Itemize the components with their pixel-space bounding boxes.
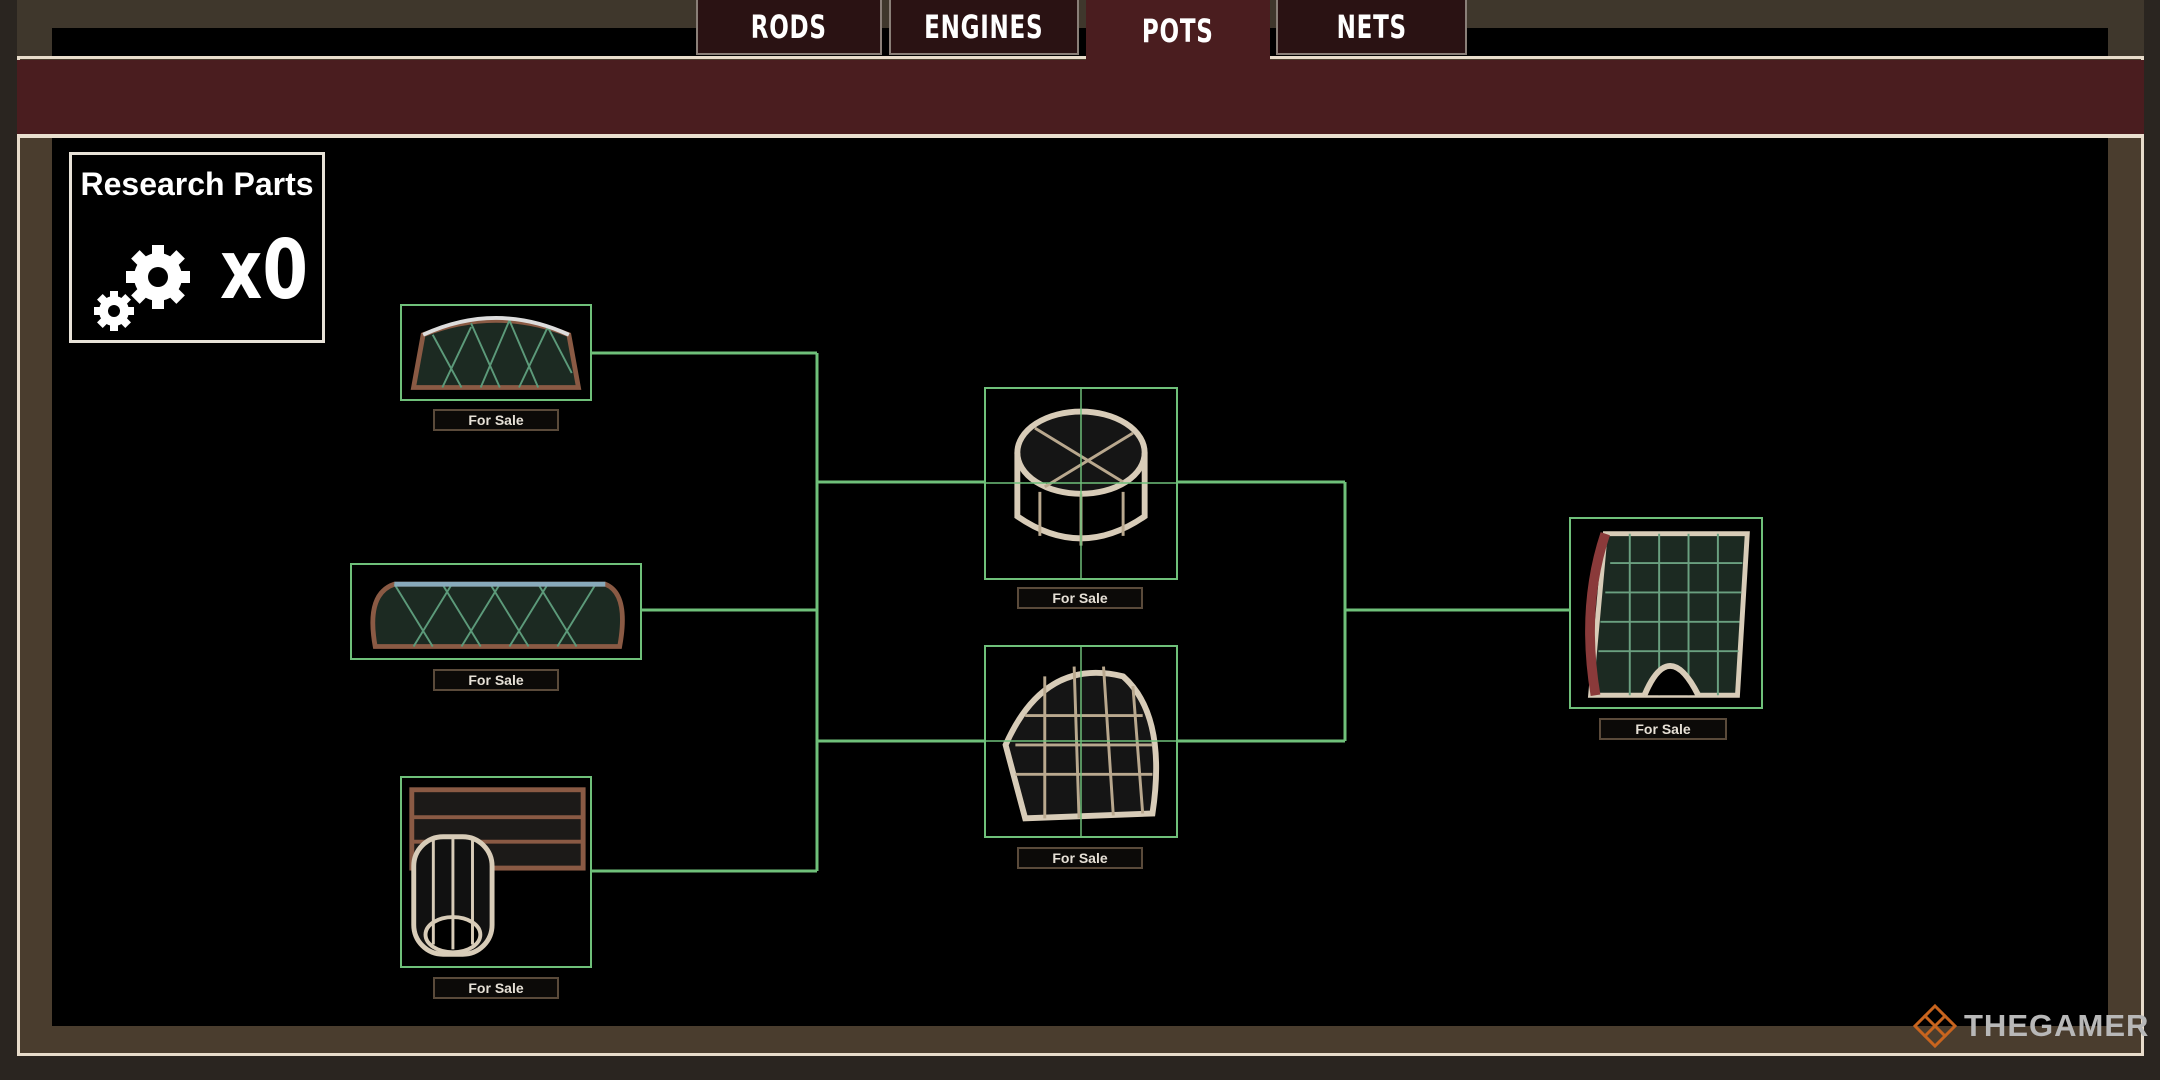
pot-image xyxy=(410,316,582,390)
thegamer-logo-icon xyxy=(1912,1003,1958,1049)
tab-label: NETS xyxy=(1336,7,1407,46)
watermark-text: THEGAMER xyxy=(1964,1008,2150,1043)
research-parts-title: Research Parts xyxy=(80,166,314,202)
pot-image xyxy=(986,389,1176,578)
tab-label: POTS xyxy=(1142,12,1214,50)
header-bar xyxy=(17,60,2144,138)
tab-rods[interactable]: RODS xyxy=(696,0,882,55)
pot-node-3[interactable] xyxy=(400,776,592,968)
tab-engines[interactable]: ENGINES xyxy=(889,0,1079,55)
node-status-label: For Sale xyxy=(1017,847,1143,869)
pot-node-4[interactable] xyxy=(984,387,1178,580)
node-status-label: For Sale xyxy=(1599,718,1727,740)
tab-label: RODS xyxy=(751,7,827,46)
pot-image xyxy=(370,581,625,649)
pot-node-1[interactable] xyxy=(400,304,592,401)
gears-icon xyxy=(94,245,190,331)
tab-pots[interactable]: POTS xyxy=(1086,0,1270,62)
pot-image xyxy=(1585,531,1750,698)
tab-nets[interactable]: NETS xyxy=(1276,0,1467,55)
node-status-label: For Sale xyxy=(433,977,559,999)
node-status-label: For Sale xyxy=(433,669,559,691)
watermark: THEGAMER xyxy=(1912,1003,2149,1049)
top-backdrop xyxy=(52,28,2108,56)
node-status-label: For Sale xyxy=(433,409,559,431)
pot-node-2[interactable] xyxy=(350,563,642,660)
pot-node-5[interactable] xyxy=(984,645,1178,838)
node-status-label: For Sale xyxy=(1017,587,1143,609)
research-parts-count: x0 xyxy=(220,223,308,318)
pot-image xyxy=(986,647,1176,836)
research-parts-box: Research Parts x0 xyxy=(69,152,325,343)
pot-image xyxy=(409,787,586,957)
tab-label: ENGINES xyxy=(924,7,1044,46)
pot-node-6[interactable] xyxy=(1569,517,1763,709)
